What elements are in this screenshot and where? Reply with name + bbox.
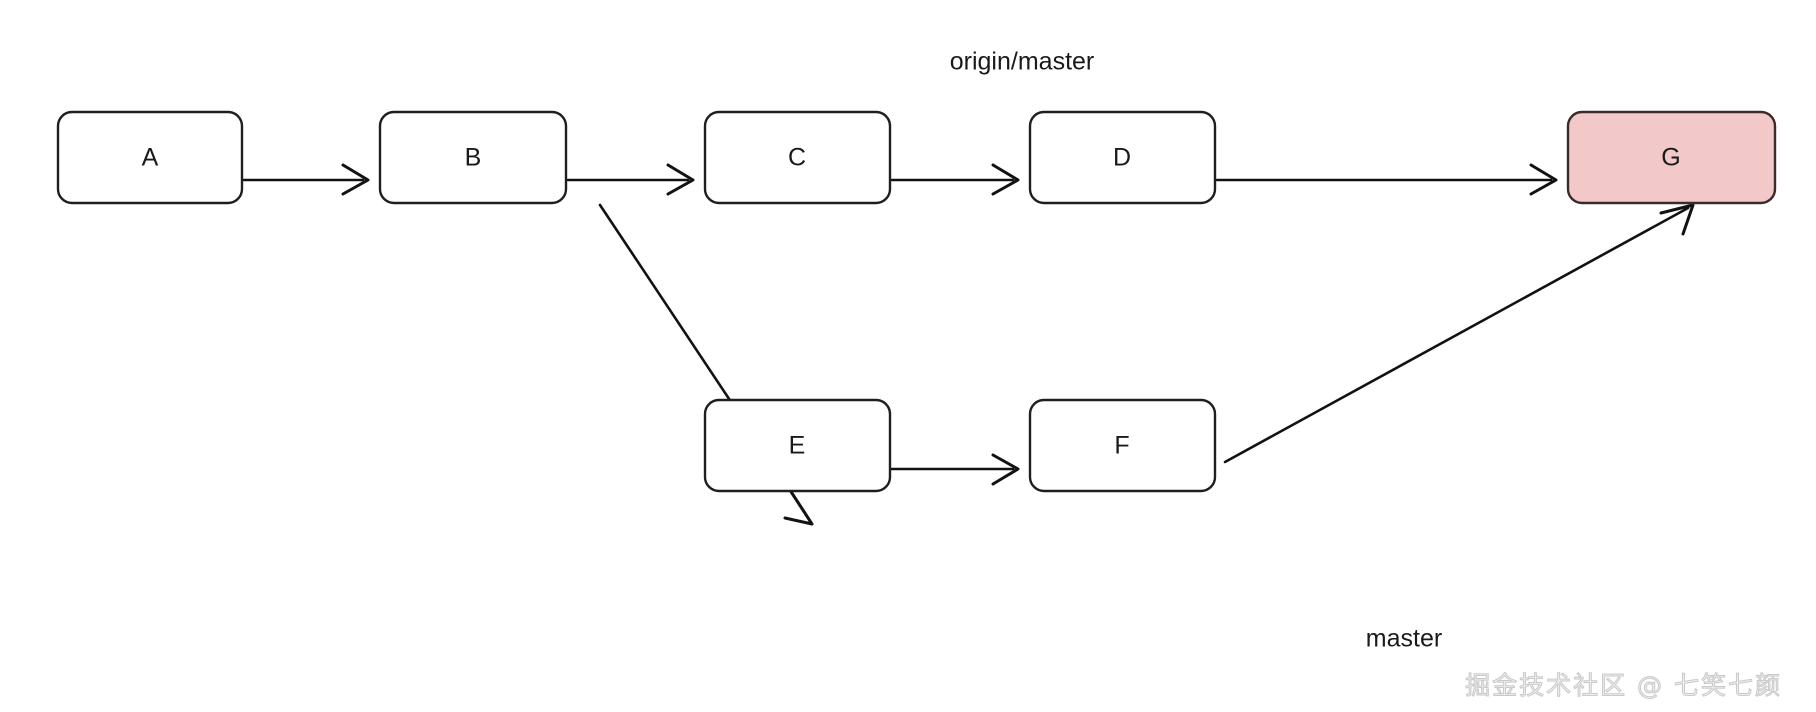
node-d-label: D [1113, 144, 1131, 172]
node-e[interactable]: E [703, 398, 892, 493]
edge-a-to-b [242, 163, 370, 196]
edge-e-to-f [890, 453, 1020, 486]
node-a-label: A [142, 144, 159, 172]
branch-label-origin-master: origin/master [950, 48, 1095, 76]
node-e-label: E [789, 432, 806, 460]
node-c[interactable]: C [703, 110, 892, 205]
edge-f-to-g [1223, 203, 1695, 464]
edge-d-to-g [1215, 163, 1558, 196]
node-g-label: G [1661, 144, 1680, 172]
node-d[interactable]: D [1028, 110, 1217, 205]
node-b-label: B [465, 144, 482, 172]
node-a[interactable]: A [56, 110, 244, 205]
node-b[interactable]: B [378, 110, 568, 205]
edge-b-to-c [566, 163, 695, 196]
node-f[interactable]: F [1028, 398, 1217, 493]
watermark: 掘金技术社区 @ 七笑七颜 [1465, 671, 1782, 701]
node-f-label: F [1114, 432, 1129, 460]
branch-label-master: master [1366, 625, 1442, 653]
node-c-label: C [788, 144, 806, 172]
node-g[interactable]: G [1566, 110, 1777, 205]
edge-c-to-d [890, 163, 1020, 196]
